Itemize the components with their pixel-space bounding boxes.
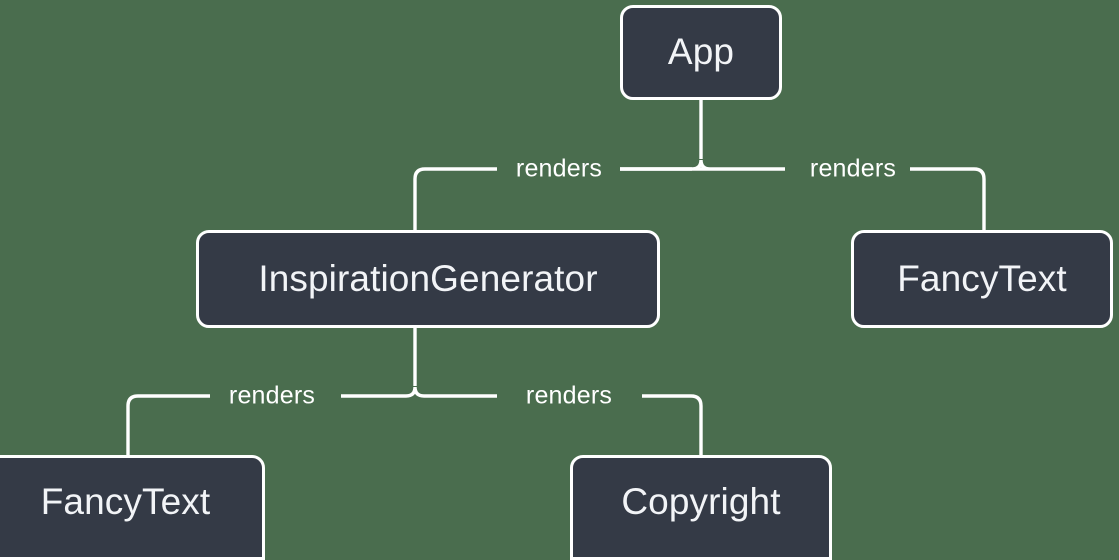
node-fancytext-right-label: FancyText xyxy=(897,257,1067,299)
node-copyright-label: Copyright xyxy=(621,481,781,522)
edge-label-app-to-inspiration-generator: renders xyxy=(515,154,603,183)
node-app[interactable]: App xyxy=(620,5,782,100)
edge-label-inspiration-generator-to-fancytext-left: renders xyxy=(228,381,316,410)
node-fancytext-right[interactable]: FancyText xyxy=(851,230,1113,328)
edge-ig-junction xyxy=(405,386,425,398)
edge-label-inspiration-generator-to-copyright: renders xyxy=(525,381,613,410)
node-fancytext-left[interactable]: FancyText xyxy=(0,455,265,560)
edge-ig-branch-left-elbow xyxy=(126,394,210,455)
node-copyright[interactable]: Copyright xyxy=(570,455,832,560)
edge-ig-branch-right-elbow xyxy=(642,394,703,455)
node-inspiration-generator-label: InspirationGenerator xyxy=(258,257,598,299)
edge-app-branch-right-elbow xyxy=(910,167,986,230)
edge-label-app-to-fancytext-right: renders xyxy=(809,154,897,183)
node-app-label: App xyxy=(667,31,735,72)
edge-app-to-inspiration-generator xyxy=(620,159,711,171)
edge-app-branch-left-elbow xyxy=(413,167,497,230)
node-fancytext-left-label: FancyText xyxy=(40,481,211,522)
node-inspiration-generator[interactable]: InspirationGenerator xyxy=(196,230,660,328)
